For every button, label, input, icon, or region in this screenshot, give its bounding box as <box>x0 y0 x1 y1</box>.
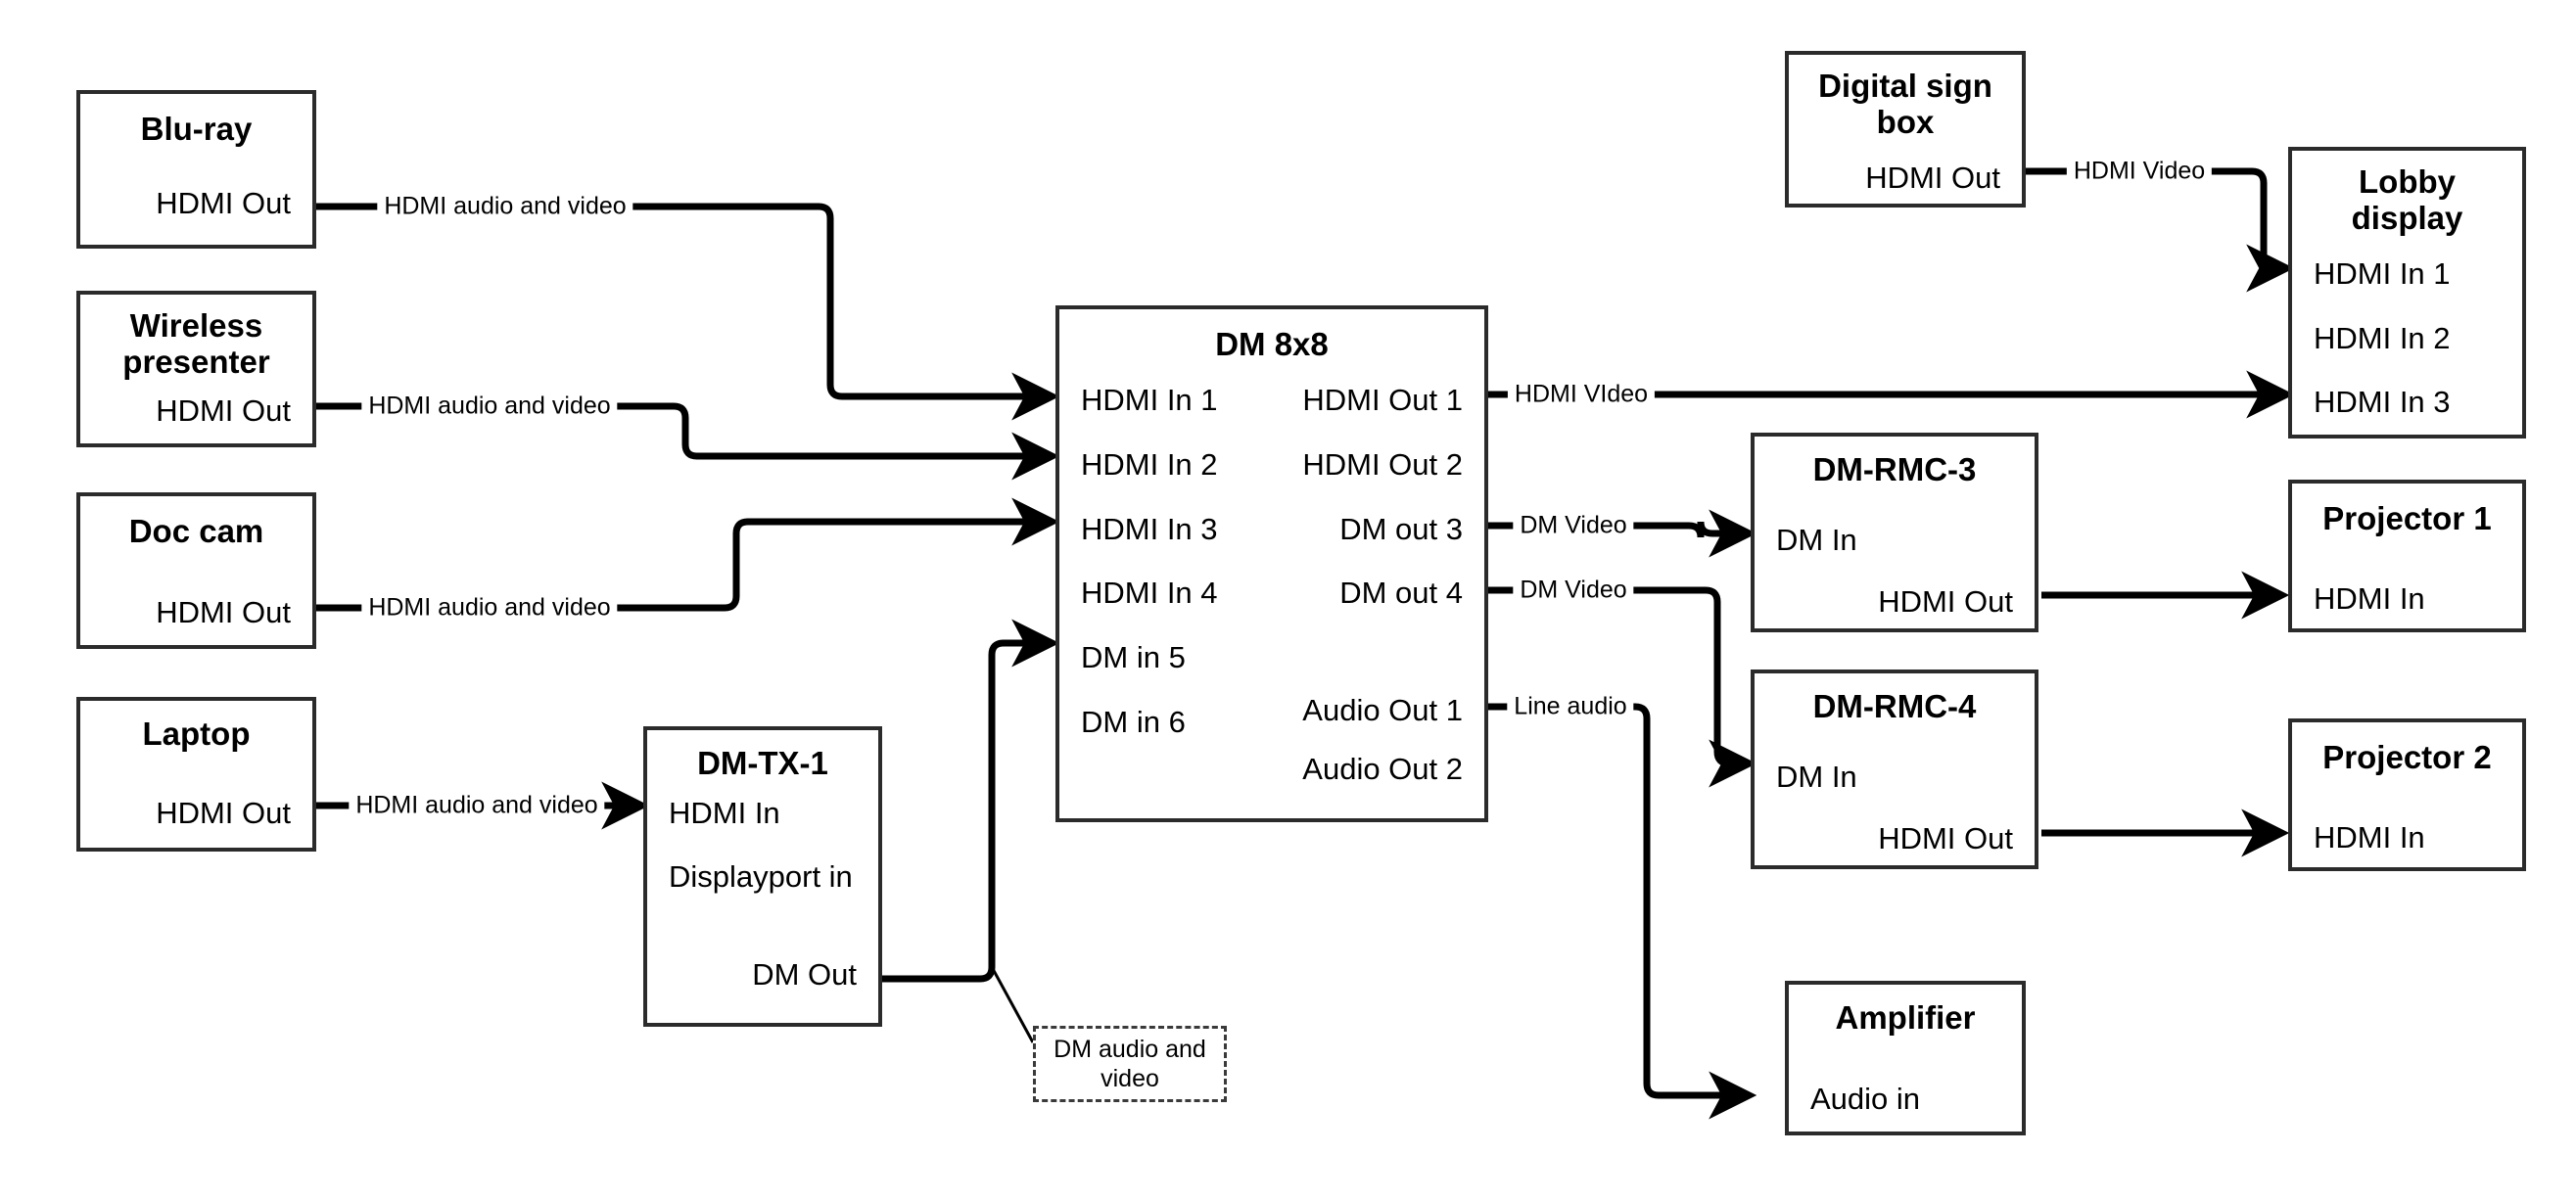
port-dm8x8-hdmi-in-2[interactable]: HDMI In 2 <box>1081 447 1218 482</box>
wire-label-laptop-to-dmtx1: HDMI audio and video <box>349 791 605 820</box>
port-dmtx1-displayport-in[interactable]: Displayport in <box>669 859 853 894</box>
node-title: Projector 2 <box>2322 739 2492 775</box>
node-title-line2: presenter <box>122 344 270 380</box>
node-title: DM-RMC-3 <box>1812 451 1977 487</box>
node-title-line1: Digital sign <box>1818 68 1992 104</box>
port-dm8x8-dm-out-4[interactable]: DM out 4 <box>1339 576 1463 610</box>
port-lobby-hdmi-in-2[interactable]: HDMI In 2 <box>2314 321 2451 355</box>
node-dm-rmc-4[interactable]: DM-RMC-4 DM In HDMI Out <box>1751 670 2038 869</box>
wire-label-bluray-to-dm8x8: HDMI audio and video <box>377 192 633 221</box>
node-wireless-presenter[interactable]: Wireless presenter HDMI Out <box>76 291 316 447</box>
node-title: Laptop <box>142 716 251 752</box>
node-title: Amplifier <box>1835 999 1976 1036</box>
port-dmtx1-hdmi-in[interactable]: HDMI In <box>669 796 780 830</box>
node-title: Projector 1 <box>2322 500 2492 536</box>
wire-dm8x8-to-rmc3 <box>1488 509 1757 558</box>
node-title: DM 8x8 <box>1215 326 1329 362</box>
port-rmc4-dm-in[interactable]: DM In <box>1776 760 1857 794</box>
node-lobby-display[interactable]: Lobby display HDMI In 1 HDMI In 2 HDMI I… <box>2288 147 2526 439</box>
node-title-line1: Wireless <box>129 307 263 344</box>
port-dm8x8-hdmi-in-4[interactable]: HDMI In 4 <box>1081 576 1218 610</box>
port-dm8x8-dm-in-6[interactable]: DM in 6 <box>1081 705 1186 739</box>
port-dm8x8-audio-out-2[interactable]: Audio Out 2 <box>1302 752 1463 786</box>
port-dm8x8-dm-in-5[interactable]: DM in 5 <box>1081 640 1186 674</box>
port-projector1-hdmi-in[interactable]: HDMI In <box>2314 581 2425 616</box>
wire-dm8x8-to-amplifier <box>1488 703 1757 1120</box>
wire-label-signbox-to-lobby: HDMI Video <box>2066 157 2213 186</box>
port-dm8x8-hdmi-out-1[interactable]: HDMI Out 1 <box>1302 383 1463 417</box>
wire-label-dm8x8-to-amplifier: Line audio <box>1507 692 1634 721</box>
callout-dm-audio-video: DM audio and video <box>1033 1026 1227 1102</box>
port-dm8x8-hdmi-in-3[interactable]: HDMI In 3 <box>1081 512 1218 546</box>
port-signbox-hdmi-out[interactable]: HDMI Out <box>1865 161 2000 195</box>
wire-dmtx1-to-dm8x8 <box>882 619 1060 983</box>
node-blu-ray[interactable]: Blu-ray HDMI Out <box>76 90 316 249</box>
wire-label-wireless-to-dm8x8: HDMI audio and video <box>361 392 618 421</box>
node-laptop[interactable]: Laptop HDMI Out <box>76 697 316 852</box>
port-lobby-hdmi-in-3[interactable]: HDMI In 3 <box>2314 385 2451 419</box>
port-dm8x8-dm-out-3[interactable]: DM out 3 <box>1339 512 1463 546</box>
port-dm8x8-hdmi-in-1[interactable]: HDMI In 1 <box>1081 383 1218 417</box>
node-digital-sign-box[interactable]: Digital sign box HDMI Out <box>1785 51 2026 208</box>
wire-signbox-to-lobby <box>2025 167 2295 293</box>
port-dm8x8-audio-out-1[interactable]: Audio Out 1 <box>1302 693 1463 727</box>
node-dm-8x8[interactable]: DM 8x8 HDMI In 1 HDMI In 2 HDMI In 3 HDM… <box>1055 305 1488 822</box>
node-projector-2[interactable]: Projector 2 HDMI In <box>2288 718 2526 871</box>
node-title: Blu-ray <box>140 111 253 147</box>
callout-leader-line <box>990 966 1035 1043</box>
node-title-line2: display <box>2351 200 2463 236</box>
port-dm8x8-hdmi-out-2[interactable]: HDMI Out 2 <box>1302 447 1463 482</box>
port-projector2-hdmi-in[interactable]: HDMI In <box>2314 820 2425 855</box>
node-title-line2: box <box>1876 104 1935 140</box>
node-projector-1[interactable]: Projector 1 HDMI In <box>2288 480 2526 632</box>
port-wireless-hdmi-out[interactable]: HDMI Out <box>156 393 291 428</box>
node-title: DM-TX-1 <box>697 745 828 781</box>
node-dm-rmc-3[interactable]: DM-RMC-3 DM In HDMI Out <box>1751 433 2038 632</box>
port-amplifier-audio-in[interactable]: Audio in <box>1810 1082 1921 1116</box>
wire-bluray-to-dm8x8 <box>316 203 1060 421</box>
wire-label-dm8x8-to-lobby: HDMI VIdeo <box>1507 380 1656 409</box>
wire-doccam-to-dm8x8 <box>316 497 1060 612</box>
wire-dm8x8-to-rmc4 <box>1488 586 1757 788</box>
node-title: Doc cam <box>128 513 264 549</box>
node-title: DM-RMC-4 <box>1812 688 1977 724</box>
wire-wireless-to-dm8x8 <box>316 402 1060 481</box>
port-lobby-hdmi-in-1[interactable]: HDMI In 1 <box>2314 256 2451 291</box>
port-rmc4-hdmi-out[interactable]: HDMI Out <box>1878 821 2013 855</box>
wire-label-doccam-to-dm8x8: HDMI audio and video <box>361 593 618 623</box>
port-rmc3-hdmi-out[interactable]: HDMI Out <box>1878 584 2013 619</box>
node-doc-cam[interactable]: Doc cam HDMI Out <box>76 492 316 649</box>
port-bluray-hdmi-out[interactable]: HDMI Out <box>156 186 291 220</box>
node-dm-tx-1[interactable]: DM-TX-1 HDMI In Displayport in DM Out <box>643 726 882 1027</box>
wire-label-dm8x8-to-rmc4: DM Video <box>1513 576 1634 605</box>
node-amplifier[interactable]: Amplifier Audio in <box>1785 981 2026 1135</box>
port-doccam-hdmi-out[interactable]: HDMI Out <box>156 595 291 629</box>
wire-label-dm8x8-to-rmc3: DM Video <box>1513 511 1634 540</box>
port-rmc3-dm-in[interactable]: DM In <box>1776 523 1857 557</box>
callout-text: DM audio and video <box>1054 1036 1206 1092</box>
port-laptop-hdmi-out[interactable]: HDMI Out <box>156 796 291 830</box>
port-dmtx1-dm-out[interactable]: DM Out <box>752 957 857 992</box>
node-title-line1: Lobby <box>2359 163 2456 200</box>
